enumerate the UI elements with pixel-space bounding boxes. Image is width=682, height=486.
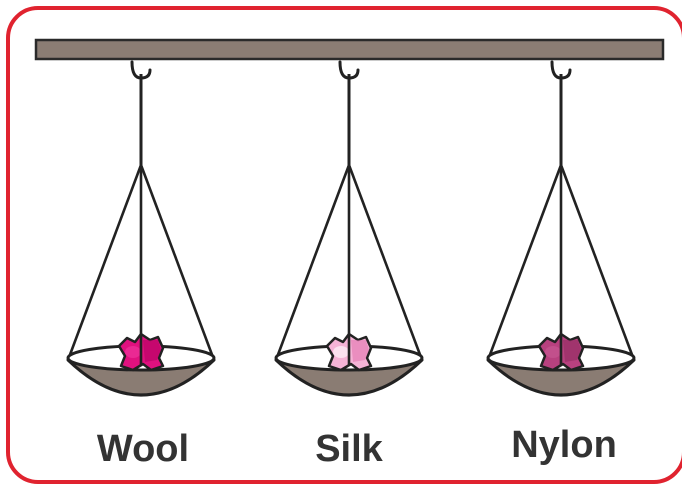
scale-nylon xyxy=(486,60,636,397)
scale-wool xyxy=(66,60,216,397)
label-nylon: Nylon xyxy=(511,424,617,466)
nylon-right-string xyxy=(559,164,636,361)
wool-right-string xyxy=(139,164,216,361)
silk-left-string xyxy=(274,164,351,361)
wool-left-string xyxy=(66,164,143,361)
nylon-cloth-highlight xyxy=(545,346,561,358)
nylon-cloth-shade xyxy=(563,340,581,362)
scale-silk xyxy=(274,60,424,397)
wool-cloth-shade xyxy=(143,340,161,362)
label-silk: Silk xyxy=(315,428,383,470)
silk-right-string xyxy=(347,164,424,361)
nylon-left-string xyxy=(486,164,563,361)
silk-cloth-highlight xyxy=(333,346,349,358)
label-wool: Wool xyxy=(97,428,189,470)
wool-cloth-highlight xyxy=(125,346,141,358)
diagram-frame xyxy=(6,6,682,484)
silk-cloth-shade xyxy=(351,340,369,362)
support-bar xyxy=(34,38,665,61)
